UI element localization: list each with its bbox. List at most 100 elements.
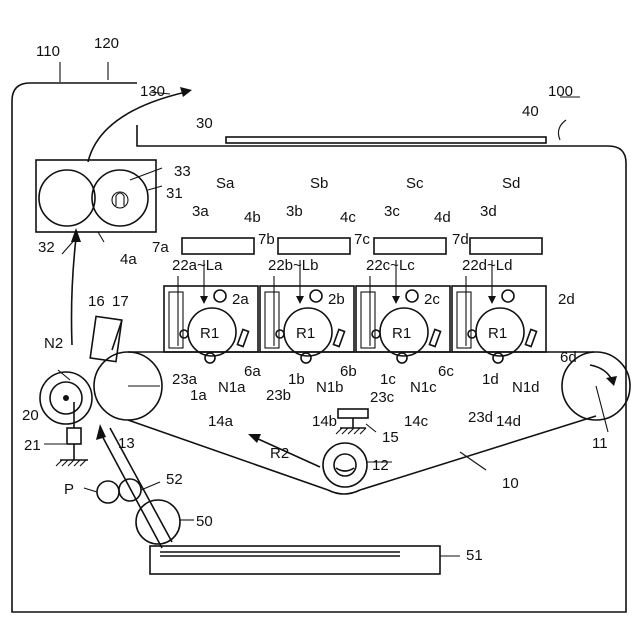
primary-transfer-roller-14c <box>397 353 407 363</box>
label-l13: 13 <box>118 435 135 452</box>
label-l3d: 3d <box>480 203 497 220</box>
label-l100: 100 <box>548 83 573 100</box>
label-l23c: 23c <box>370 389 395 406</box>
label-P: P <box>64 481 74 498</box>
label-l20: 20 <box>22 407 39 424</box>
exposure-unit-3c <box>374 238 446 254</box>
label-l110: 110 <box>36 43 60 60</box>
label-Sc: Sc <box>406 175 424 192</box>
label-l14d: 14d <box>496 413 521 430</box>
label-R1b: R1 <box>296 325 315 342</box>
label-l14b: 14b <box>312 413 337 430</box>
label-l2a: 2a <box>232 291 249 308</box>
pickup-roller-50 <box>136 500 180 544</box>
label-l15: 15 <box>382 429 399 446</box>
label-l23a: 23a <box>172 371 198 388</box>
label-l50: 50 <box>196 513 213 530</box>
label-l1a: 1a <box>190 387 207 404</box>
label-l10: 10 <box>502 475 519 492</box>
label-N1d: N1d <box>512 379 540 396</box>
label-l2b: 2b <box>328 291 345 308</box>
label-l3c: 3c <box>384 203 400 220</box>
label-l3a: 3a <box>192 203 209 220</box>
primary-transfer-roller-14a <box>205 353 215 363</box>
label-Sd: Sd <box>502 175 520 192</box>
label-l22bLb: 22b~Lb <box>268 257 318 274</box>
label-l4a: 4a <box>120 251 137 268</box>
label-N1b: N1b <box>316 379 344 396</box>
belt-cleaner-12 <box>323 443 367 487</box>
pressure-roller-32 <box>39 170 95 226</box>
label-R1c: R1 <box>392 325 411 342</box>
label-R1d: R1 <box>488 325 507 342</box>
label-l4d: 4d <box>434 209 451 226</box>
charger-2a <box>214 290 226 302</box>
label-N2: N2 <box>44 335 63 352</box>
charger-2d <box>502 290 514 302</box>
label-l23b: 23b <box>266 387 291 404</box>
label-N1c: N1c <box>410 379 437 396</box>
intermediate-transfer-belt-10 <box>128 352 596 490</box>
toner-container-16 <box>90 316 122 361</box>
label-l4b: 4b <box>244 209 261 226</box>
label-l23d: 23d <box>468 409 493 426</box>
exposure-unit-3d <box>470 238 542 254</box>
label-l12: 12 <box>372 457 389 474</box>
label-l17: 17 <box>112 293 129 310</box>
label-l2d: 2d <box>558 291 575 308</box>
paper-tray-51 <box>150 546 440 574</box>
charger-2c <box>406 290 418 302</box>
label-l130: 130 <box>140 83 165 100</box>
label-l14a: 14a <box>208 413 234 430</box>
label-l22dLd: 22d~Ld <box>462 257 512 274</box>
power-supply-21 <box>67 428 81 444</box>
label-l40: 40 <box>522 103 539 120</box>
label-Sa: Sa <box>216 175 235 192</box>
label-l14c: 14c <box>404 413 429 430</box>
label-l30: 30 <box>196 115 213 132</box>
label-l120: 120 <box>94 35 119 52</box>
label-l22cLc: 22c~Lc <box>366 257 415 274</box>
label-l22aLa: 22a~La <box>172 257 223 274</box>
label-l16: 16 <box>88 293 105 310</box>
label-l7b: 7b <box>258 231 275 248</box>
label-l52: 52 <box>166 471 183 488</box>
heater-33 <box>112 192 128 208</box>
label-l3b: 3b <box>286 203 303 220</box>
label-l6a: 6a <box>244 363 261 380</box>
label-R2: R2 <box>270 445 289 462</box>
apparatus-housing <box>12 83 626 612</box>
label-l51: 51 <box>466 547 483 564</box>
label-l1d: 1d <box>482 371 499 388</box>
primary-transfer-roller-14b <box>301 353 311 363</box>
label-l6d: 6d <box>560 349 577 366</box>
label-l33: 33 <box>174 163 191 180</box>
fixing-unit-30 <box>36 160 156 232</box>
label-l1b: 1b <box>288 371 305 388</box>
exposure-unit-3a <box>182 238 254 254</box>
bias-supply-15 <box>338 409 368 418</box>
exposure-unit-3b <box>278 238 350 254</box>
label-l6c: 6c <box>438 363 454 380</box>
label-N1a: N1a <box>218 379 246 396</box>
label-l11: 11 <box>592 435 608 452</box>
paper-feed-path <box>100 428 172 548</box>
label-R1a: R1 <box>200 325 219 342</box>
heat-roller-31 <box>92 170 148 226</box>
charger-2b <box>310 290 322 302</box>
label-l31: 31 <box>166 185 183 202</box>
label-l32: 32 <box>38 239 55 256</box>
registration-roller-52 <box>97 481 119 503</box>
label-l21: 21 <box>24 437 41 454</box>
label-Sb: Sb <box>310 175 328 192</box>
top-cover-40 <box>226 137 546 143</box>
label-l6b: 6b <box>340 363 357 380</box>
label-l7a: 7a <box>152 239 169 256</box>
label-l1c: 1c <box>380 371 396 388</box>
label-l2c: 2c <box>424 291 440 308</box>
primary-transfer-roller-14d <box>493 353 503 363</box>
label-l4c: 4c <box>340 209 356 226</box>
label-l7c: 7c <box>354 231 370 248</box>
label-l7d: 7d <box>452 231 469 248</box>
